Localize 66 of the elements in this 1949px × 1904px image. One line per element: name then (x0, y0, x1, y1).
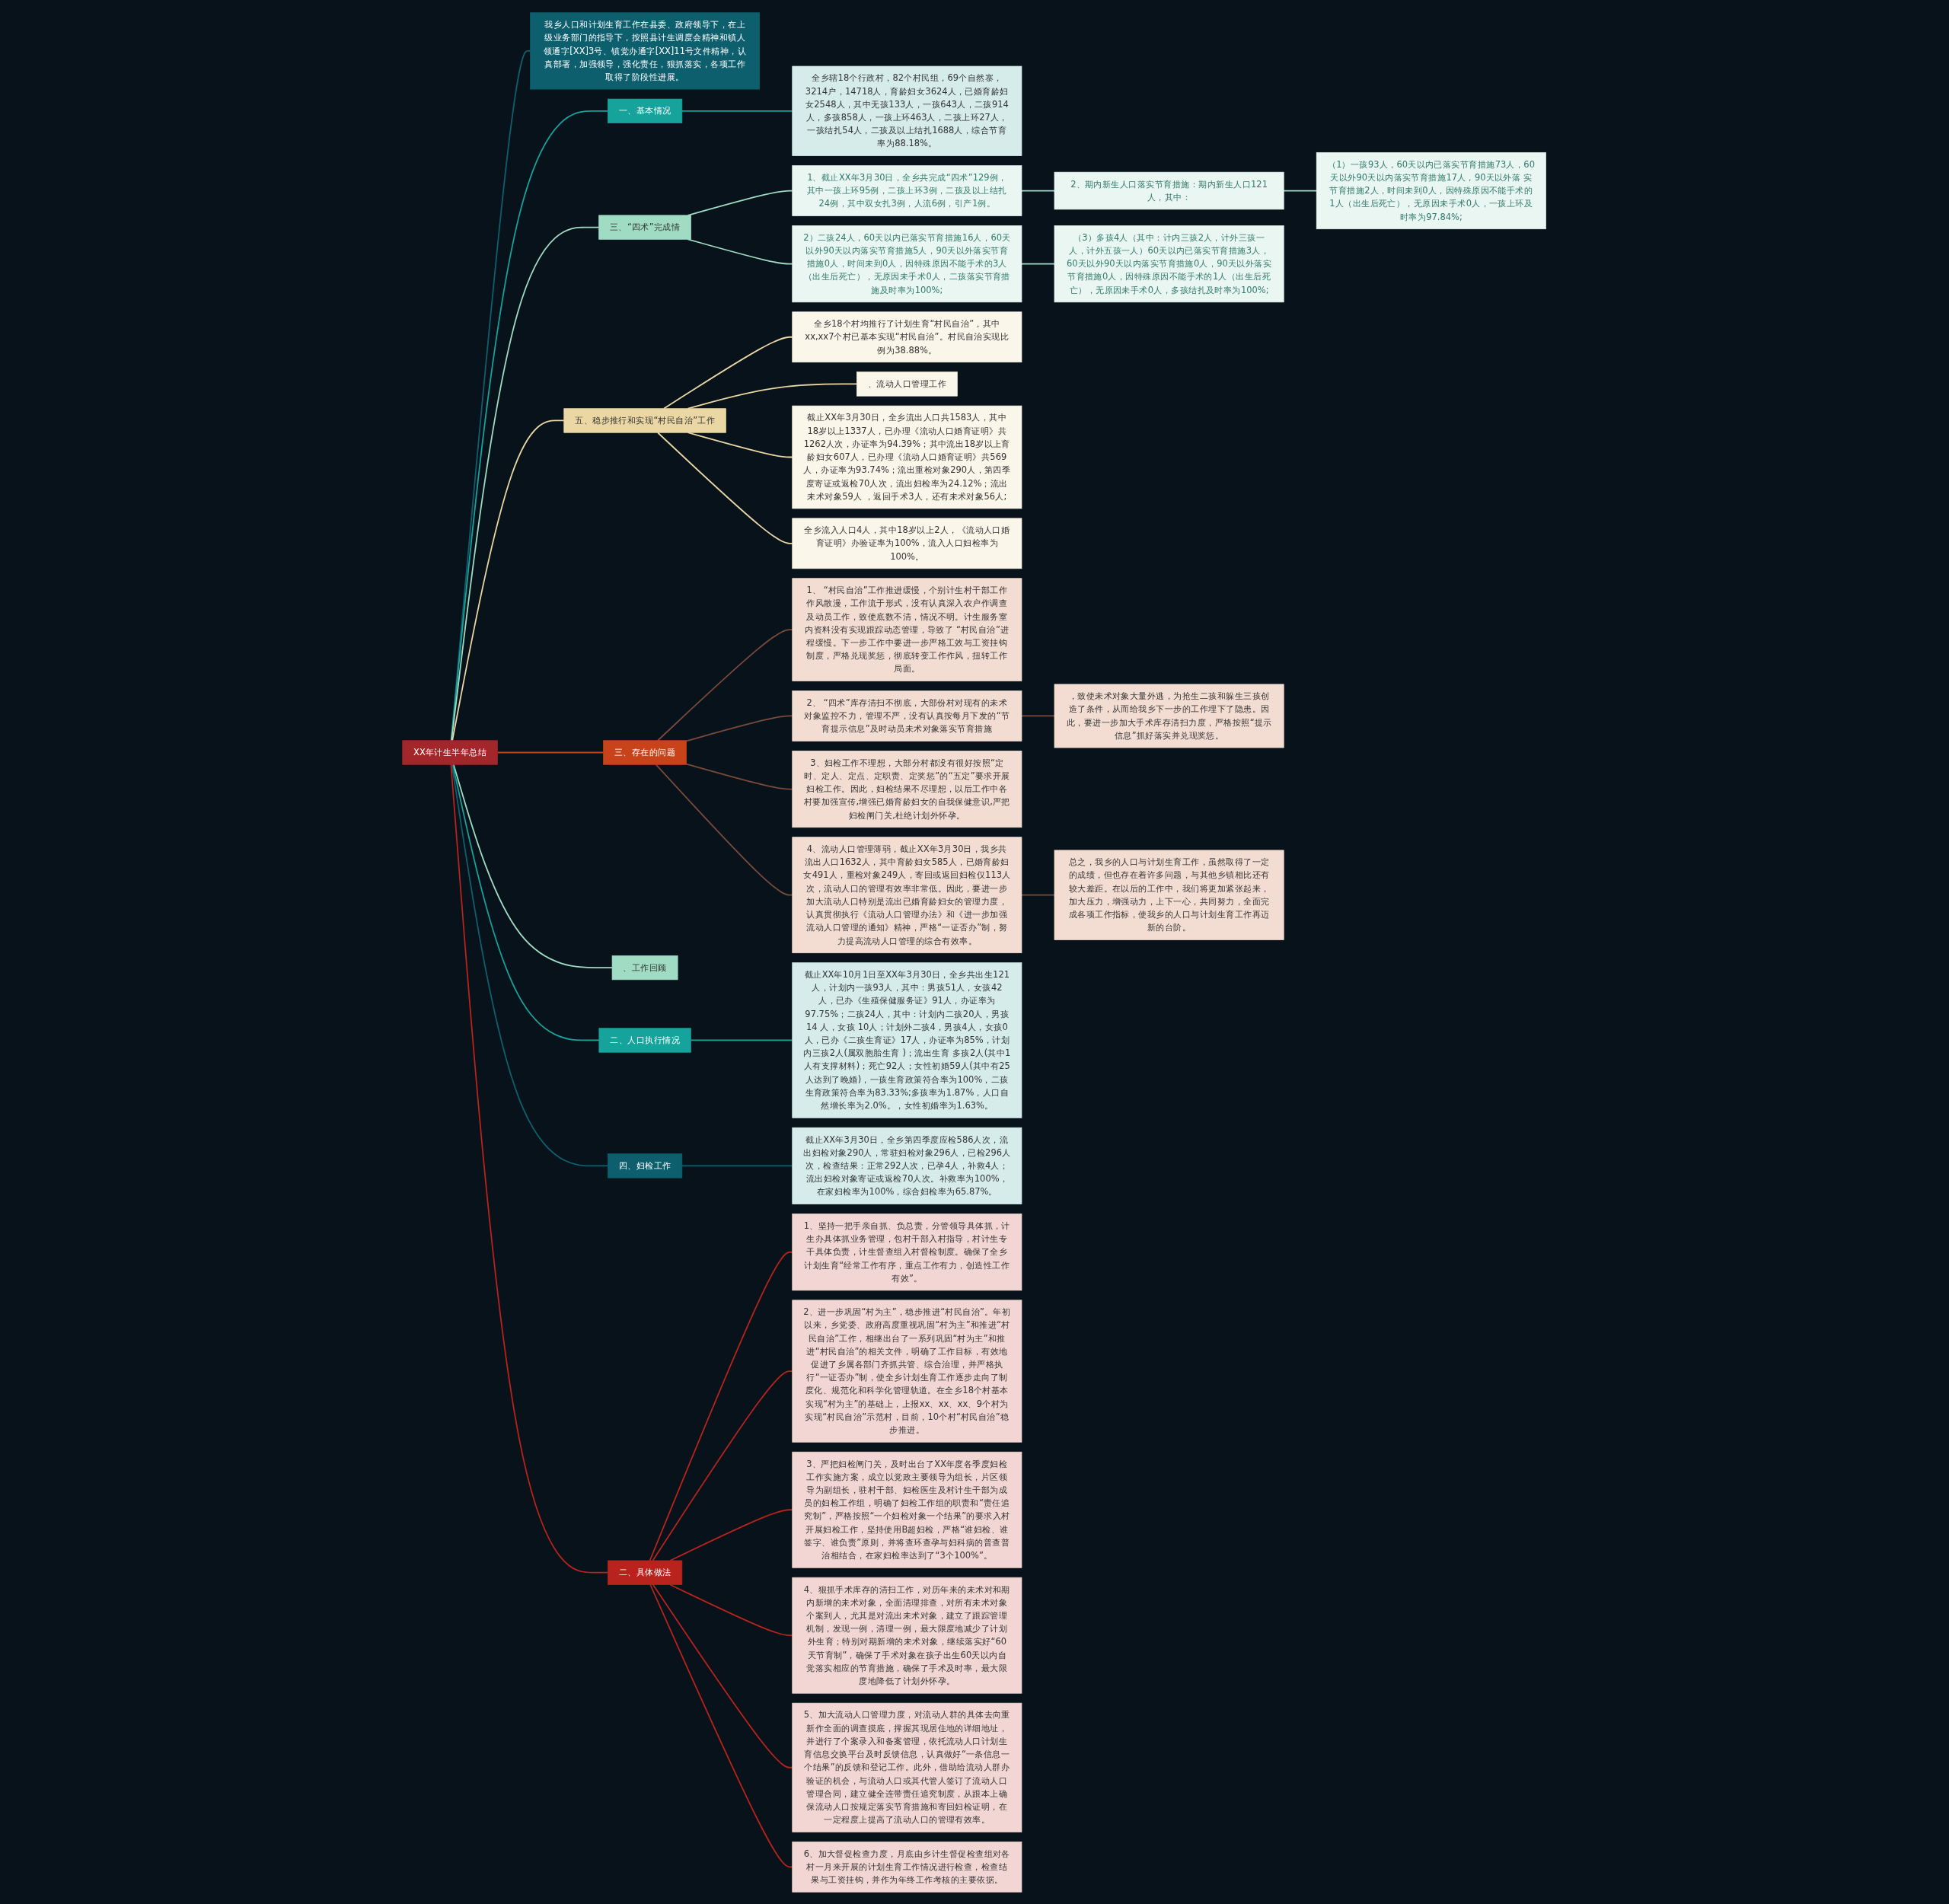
connector (451, 226, 600, 742)
node-box: 二、具体做法 (608, 1560, 683, 1585)
node-box: 全乡辖18个行政村，82个村民组，69个自然寨，3214户，14718人，育龄妇女3624人，已婚育龄妇女2548人，其中无孩133人，一孩643人，二孩914人，多孩858人，一孩上环463人，二孩上环27人，一孩结扎54人，二孩及以上结扎1688人，综合节育率为88.18%。 (792, 65, 1022, 156)
connector (686, 763, 794, 789)
connector (1283, 190, 1318, 191)
node-box: 6、加大督促检查力度，月底由乡计生督促检查组对各村一月来开展的计划生育工作情况进行检查，检查结果与工资挂钩，并作为年终工作考核的主要依据。 (792, 1841, 1022, 1893)
node-box: 2、 “四术”库存清扫不彻底，大部份村对现有的未术对象监控不力，管理不严，没有认真按每月下发的“节育提示信息”及时动员未术对象落实节育措施 (792, 690, 1022, 742)
connector (451, 110, 609, 742)
node-box: 我乡人口和计划生育工作在县委、政府领导下，在上级业务部门的指导下，按照县计生调度会精神和镇人领通字[XX]3号、镇党办通字[XX]11号文件精神，认真部署，加强领导，强化责任，狠抓落实，各项工作取得了阶段性进展。 (530, 11, 761, 89)
node-box: 一、基本情况 (608, 98, 683, 123)
node-box: 3、妇检工作不理想，大部分村都没有很好按照“定时、定人、定点、定职责、定奖惩”的“五定”要求开展妇检工作。因此，妇检结果不尽理想，以后工作中各村要加强宣传,增强已婚育龄妇女的自我保健意识,严把妇检闸门关,杜绝计划外怀孕。 (792, 750, 1022, 828)
connector (450, 763, 609, 1574)
node-box: 全乡流入人口4人，其中18岁以上2人，《流动人口婚育证明》办验证率为100%，流入人口妇检率为100%。 (792, 518, 1022, 569)
node-box: 2、进一步巩固“村为主”，稳步推进“村民自治”。年初以来，乡党委、政府高度重视巩固“村为主”和推进“村民自治”工作，相继出台了一系列巩固“村为主”和推进“村民自治”的相关文件，明确了工作目标，有效地促进了乡属各部门齐抓共管、综合治理，并严格执行“一证否办”制，使全乡计划生育工作逐步走向了制度化、规范化和科学化管理轨道。在全乡18个村基本实现“村为主”的基础上，上报xx、xx、xx、9个村为实现“村民自治”示范村，目前，10个村“村民自治”稳步推进。 (792, 1300, 1022, 1443)
node-box: 、流动人口管理工作 (856, 371, 959, 397)
node-box: XX年计生半年总结 (402, 739, 499, 765)
connector (657, 431, 794, 544)
connector (686, 715, 794, 742)
connector (669, 1508, 794, 1561)
connector (687, 190, 794, 216)
connector (690, 1039, 794, 1041)
connector (649, 1251, 794, 1561)
node-box: 5、加大流动人口管理力度，对流动人群的具体去向重新作全面的调查摸底，撑握其现居住地的详细地址，并进行了个案录入和备案管理，依托流动人口计划生育信息交换平台及时反馈信息，认真做好“一条信息一个结果”的反馈和登记工作。此外，借助给流动人群办验证的机会，与流动人口或其代管人签订了流动人口管理合同，建立健全连带责任追究制度，从跟本上确保流动人口按规定落实节育措施和寄回妇检证明，在一定程度上提高了流动人口的管理有效率。 (792, 1702, 1022, 1832)
node-box: 2、期内新生人口落实节育措施：期内新生人口121人，其中： (1054, 171, 1284, 209)
node-box: （1）一孩93人，60天以内已落实节育措施73人，60天以外90天以内落实节育措施17人，90天以外落 实节育措施2人，时间未到0人，因特殊原因不能手术的1人（出生后死亡），无原因未手术0人，一孩上环及时率为97.84%; (1316, 151, 1547, 229)
node-box: 三、“四术”完成情 (598, 214, 692, 240)
node-box: 1、截止XX年3月30日，全乡共完成“四术”129例，其中一孩上环95例，二孩上环3例，二孩及以上结扎24例，其中双女扎3例，人流6例，引产1例。 (792, 164, 1022, 216)
node-box: 1、坚持一把手亲自抓、负总责，分管领导具体抓，计生办具体抓业务管理，包村干部入村指导，村计生专干具体负责，计生督查组入村督检制度。确保了全乡计划生育“经常工作有序，重点工作有力，创造性工作有效”。 (792, 1213, 1022, 1290)
node-box: 1、 “村民自治”工作推进缓慢，个别计生村干部工作作风散漫，工作流于形式，没有认真深入农户作调查及动员工作，致使底数不清，情况不明。计生服务室内资料没有实现跟踪动态管理，导致了 “村民自治”进程缓慢。下一步工作中要进一步严格工效与工资挂钩制度，严格兑现奖惩，彻底转变工作作风，扭转工作局面。 (792, 577, 1022, 681)
node-box: （3）多孩4人（其中：计内三孩2人，计外三孩一人，计外五孩一人）60天以内已落实节育措施3人，60天以外90天以内落实节育措施0人，90天以外落实节育措施0人，因特殊原因不能手术的1人（出生后死亡），无原因未手术0人，多孩结扎及时率为100%; (1054, 225, 1284, 302)
node-box: 五、稳步推行和实现“村民自治”工作 (563, 407, 727, 433)
connector (669, 1583, 794, 1636)
node-box: 4、狠抓手术库存的清扫工作，对历年来的未术对和期内新增的未术对象，全面清理排查，对所有未术对象个案到人，尤其是对流出未术对象，建立了跟踪管理机制，发现一例，清理一例，最大限度地减少了计划外生育；特别对期新增的未术对象，继续落实好“60天节育制”，确保了手术对象在孩子出生60天以内自觉落实相应的节育措施，确保了手术及时率，最大限度地降低了计划外怀孕。 (792, 1577, 1022, 1694)
node-box: 4、流动人口管理薄弱，截止XX年3月30日，我乡共流出人口1632人，其中育龄妇女585人，已婚育龄妇女491人，重检对象249人，寄回或返回妇检仅113人次，流动人口的管理有效率非常低。因此，要进一步加大流动人口特别是流出已婚育龄妇女的管理力度，认真贯彻执行《流动人口管理办法》和《进一步加强流动人口管理的通知》精神，严格“一证否办”制，努力提高流动人口管理的综合有效率。 (792, 836, 1022, 953)
node-box: 四、妇检工作 (608, 1153, 683, 1178)
node-box: 2）二孩24人，60天以内已落实节育措施16人，60天以外90天以内落实节育措施5人，90天以外落实节育措施0人，时间未到0人，因特殊原因不能手术的3人（出生后死亡），无原因未手术0人，二孩落实节育措施及时率为100%; (792, 225, 1022, 302)
connector (657, 628, 794, 742)
connector (1021, 715, 1056, 716)
connector (452, 763, 601, 1041)
connector (681, 1165, 794, 1166)
connector (687, 238, 794, 265)
node-box: 三、存在的问题 (603, 739, 687, 765)
node-box: ，致使未术对象大量外逃，为抢生二孩和躲生三孩创造了条件，从而给我乡下一步的工作埋下了隐患。因此，要进一步加大手术库存清扫力度，严格按照“提示信息”抓好落实并兑现奖惩。 (1054, 684, 1284, 748)
node-box: 截止XX年3月30日，全乡流出人口共1583人，其中18岁以上1337人，已办理《流动人口婚育证明》共1262人次，办证率为94.39%；其中流出18岁以上育龄妇女607人，已办理《流动人口婚育证明》共569人，办证率为93.74%；流出重检对象290人，第四季度寄证或返检70人次，流出妇检率为24.12%；流出未术对象59人 ，返回手术3人，还有未术对象56人; (792, 405, 1022, 509)
connector (649, 1583, 794, 1867)
connector (656, 763, 794, 896)
connector (652, 1583, 794, 1768)
connector (1021, 894, 1056, 896)
connector (451, 763, 609, 1166)
node-box: 全乡18个村均推行了计划生育“村民自治”，其中xx,xx7个村已基本实现“村民自治”。村民自治实现比例为38.88%。 (792, 311, 1022, 362)
connector (687, 431, 794, 458)
node-box: 、工作回顾 (612, 955, 678, 980)
connector (687, 383, 858, 410)
connector (652, 1370, 794, 1561)
node-box: 二、人口执行情况 (598, 1027, 692, 1053)
connector (1021, 190, 1056, 191)
connector (1021, 263, 1056, 265)
node-box: 总之，我乡的人口与计划生育工作，虽然取得了一定的成绩，但也存在着许多问题，与其他乡镇相比还有较大差距。在以后的工作中，我们将更加紧张起来，加大压力，增强动力，上下一心，共同努力，全面完成各项工作指标，使我乡的人口与计划生育工作再迈新的台阶。 (1054, 850, 1284, 940)
node-box: 3、严把妇检闸门关，及时出台了XX年度各季度妇检工作实施方案，成立以党政主要领导为组长，片区领导为副组长，驻村干部、妇检医生及村计生干部为成员的妇检工作组，明确了妇检工作组的职责和“责任追究制”，严格按照“一个妇检对象一个结果”的要求入村开展妇检工作，坚持使用B超妇检，严格“谁妇检、谁签字、谁负责”原则，并将查环查孕与妇科病的普查普治相结合，在家妇检率达到了“3个100%”。 (792, 1451, 1022, 1568)
connector (453, 763, 614, 968)
connector (451, 419, 566, 742)
connector (681, 110, 794, 112)
connector (497, 751, 604, 753)
connector (663, 336, 794, 410)
node-box: 截止XX年10月1日至XX年3月30日，全乡共出生121人，计划内一孩93人，其中：男孩51人，女孩42人，已办《生殖保健服务证》91人，办证率为97.75%；二孩24人，其中：计划内二孩20人，男孩14 人，女孩 10人；计划外二孩4，男孩4人，女孩0人，已办《二孩生育证》17人，办证率为85%，计划内三孩2人(属双胞胎生育 )；流出生育 多孩2人(其中1人有支撑材料)；死亡92人；女性初婚59人(其中有25人达到了晚婚)，一孩生育政策符合率为100%，二孩生育政策符合率为83.33%;多孩率为1.87%，人口自然增长率为2.0%。，女性初婚率为1.63%。 (792, 962, 1022, 1118)
node-box: 截止XX年3月30日，全乡第四季度应检586人次，流出妇检对象290人，常驻妇检对象296人，已检296人次，检查结果：正常292人次，已孕4人，补救4人；流出妇检对象寄证或返检70人次。补救率为100%，在家妇检率为100%，综合妇检率为65.87%。 (792, 1127, 1022, 1204)
